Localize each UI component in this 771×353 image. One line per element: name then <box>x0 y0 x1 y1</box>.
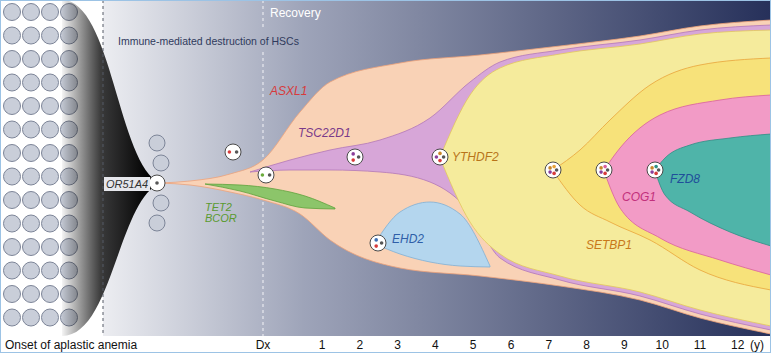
stem-cell <box>42 74 59 91</box>
gene-label: TET2 <box>205 200 232 214</box>
axis-tick: 12 <box>731 338 744 352</box>
founder-cell <box>149 175 165 191</box>
stem-cell <box>23 4 40 21</box>
founder-cell <box>370 235 386 251</box>
gene-label: COG1 <box>622 190 656 204</box>
stem-cell <box>4 215 21 232</box>
gene-label: FZD8 <box>670 172 700 186</box>
stem-cell <box>4 239 21 256</box>
founder-cell <box>647 162 663 178</box>
stem-cell <box>4 192 21 209</box>
stem-cell <box>4 27 21 44</box>
stem-cell <box>4 168 21 185</box>
founder-cell <box>432 149 448 165</box>
stem-cell <box>23 27 40 44</box>
stem-cell <box>42 239 59 256</box>
stem-cell <box>4 262 21 279</box>
phase-label: Immune-mediated destruction of HSCs <box>118 34 299 48</box>
founder-cell <box>258 167 274 183</box>
stem-cell <box>23 192 40 209</box>
stem-cell <box>23 74 40 91</box>
gene-label: ASXL1 <box>270 84 307 98</box>
clone-band <box>553 58 771 290</box>
stem-cell <box>42 286 59 303</box>
stem-cell <box>4 145 21 162</box>
axis-tick: 2 <box>356 338 363 352</box>
stem-cell <box>4 309 21 326</box>
stem-cell <box>23 98 40 115</box>
stem-cell <box>42 4 59 21</box>
clone-band <box>160 20 771 334</box>
clone-band <box>655 134 771 246</box>
founder-cell <box>347 149 363 165</box>
clone-band <box>250 25 771 330</box>
founder-cell <box>545 162 561 178</box>
axis-label: Onset of aplastic anemia <box>5 338 137 352</box>
stem-cell <box>4 286 21 303</box>
axis-tick: 9 <box>621 338 628 352</box>
axis-tick: 4 <box>432 338 439 352</box>
axis-tick: 6 <box>508 338 515 352</box>
stem-cell <box>23 51 40 68</box>
stem-cell <box>23 262 40 279</box>
axis-tick: 11 <box>694 338 706 352</box>
clone-band <box>375 202 490 267</box>
clone-band <box>440 30 771 326</box>
gene-label: YTHDF2 <box>452 150 499 164</box>
gene-label: SETBP1 <box>586 238 632 252</box>
axis-tick: 1 <box>319 338 326 352</box>
time-gradient <box>103 0 771 336</box>
axis-unit: (y) <box>750 338 764 352</box>
founder-cell <box>225 144 241 160</box>
stem-cell <box>42 98 59 115</box>
onset-line <box>103 0 104 336</box>
founder-cell <box>596 162 612 178</box>
axis-label: Dx <box>256 338 271 352</box>
stem-cell <box>23 168 40 185</box>
axis-tick: 7 <box>545 338 552 352</box>
stem-cell <box>42 168 59 185</box>
stem-cell <box>42 51 59 68</box>
axis-tick: 10 <box>656 338 669 352</box>
gene-label: TSC22D1 <box>298 126 351 140</box>
axis-tick: 3 <box>394 338 401 352</box>
stem-cell <box>23 239 40 256</box>
stem-cell <box>42 27 59 44</box>
stem-cell <box>42 121 59 138</box>
stem-cell <box>42 262 59 279</box>
stem-cell <box>42 215 59 232</box>
dx-line <box>263 0 264 28</box>
stem-cell <box>23 215 40 232</box>
destruction-funnel <box>62 0 160 336</box>
stem-cell <box>42 145 59 162</box>
clone-bands <box>160 20 771 334</box>
gene-label: OR51A4 <box>104 177 150 191</box>
stem-cell <box>23 286 40 303</box>
founder-cells <box>149 144 663 251</box>
stem-cell <box>23 145 40 162</box>
axis-tick: 5 <box>470 338 477 352</box>
stem-cell <box>42 309 59 326</box>
stem-cell <box>4 4 21 21</box>
stem-cell <box>23 309 40 326</box>
stem-cell <box>42 192 59 209</box>
gene-label: BCOR <box>205 211 237 225</box>
stem-cell <box>23 121 40 138</box>
gene-label: EHD2 <box>392 232 424 246</box>
stem-cell <box>4 98 21 115</box>
stem-cell <box>4 74 21 91</box>
stem-cell <box>4 121 21 138</box>
stem-cell <box>4 51 21 68</box>
axis-tick: 8 <box>583 338 590 352</box>
phase-label: Recovery <box>270 6 321 20</box>
